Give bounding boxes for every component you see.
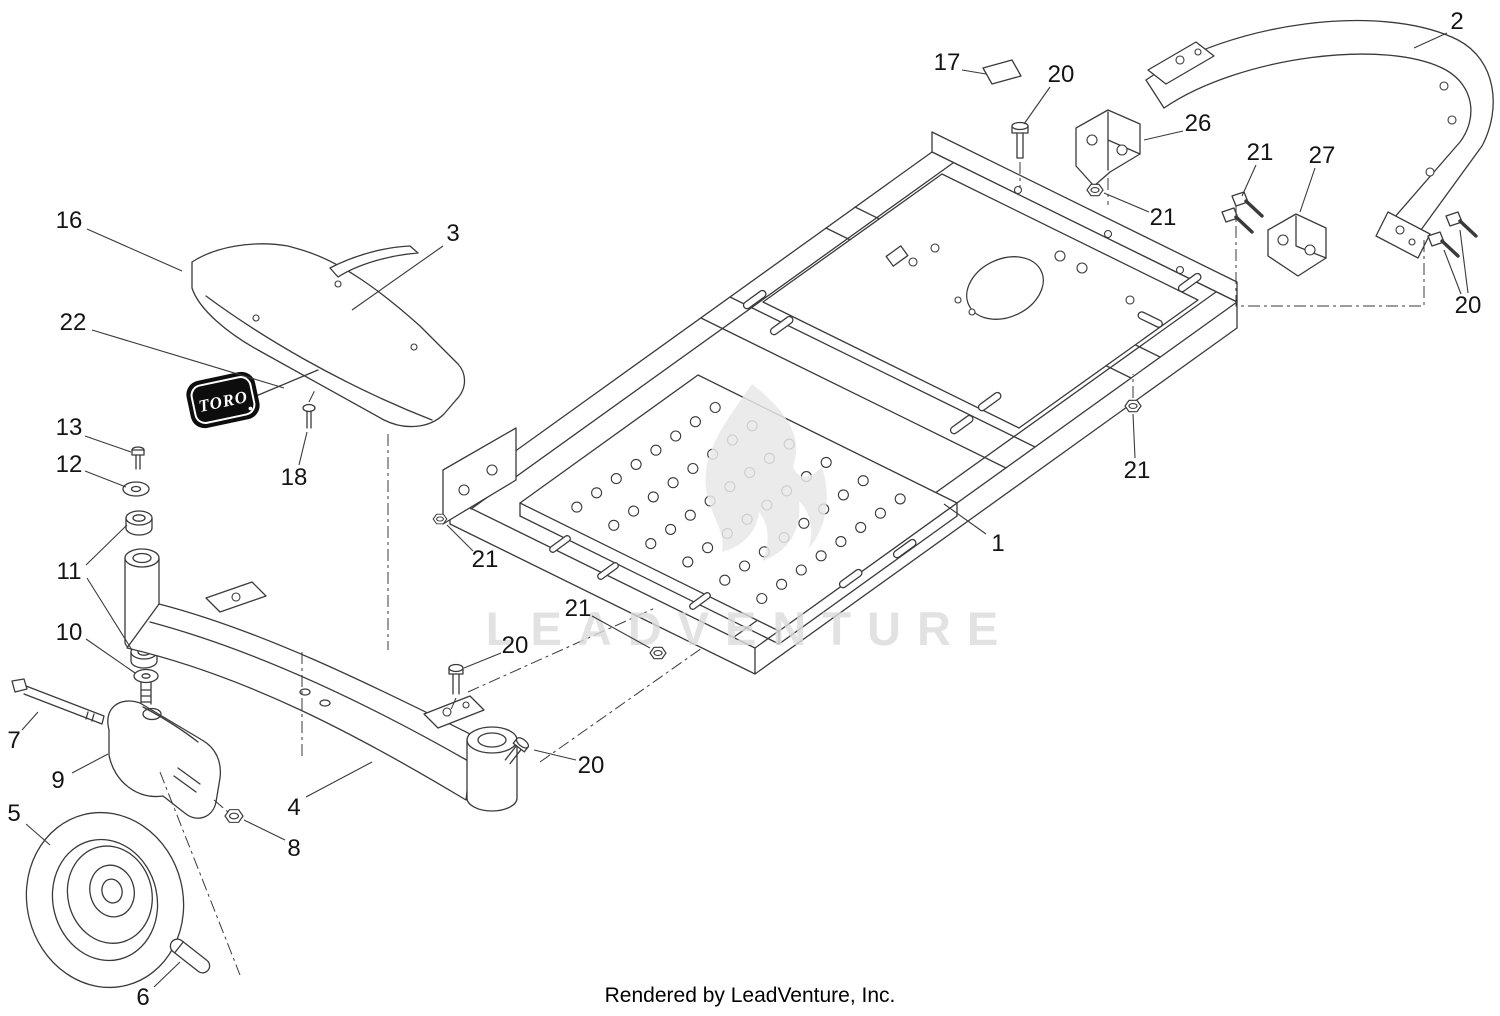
callout-20-2[interactable]: 20 (1047, 61, 1075, 88)
callout-21-22[interactable]: 21 (471, 546, 499, 573)
side-panel-part-16 (191, 243, 466, 428)
bolt-21-pair-near-27 (1221, 191, 1264, 234)
axle-right-spindle (466, 726, 518, 812)
callout-7-16[interactable]: 7 (7, 727, 21, 754)
bolt-part-13 (131, 446, 145, 470)
bolt-20-pair-right (1427, 211, 1478, 258)
axle-beam-part-4 (126, 603, 475, 801)
watermark-text: LEADVENTURE (486, 602, 1015, 655)
nut-21-frame-left-corner (432, 513, 448, 525)
washer-part-12 (122, 481, 150, 497)
caster-axle-group (11, 446, 518, 989)
callout-16-8[interactable]: 16 (55, 207, 83, 234)
callout-21-4[interactable]: 21 (1149, 204, 1177, 231)
toro-badge-part-22: TORO (186, 371, 260, 429)
callout-21-27[interactable]: 21 (1123, 457, 1151, 484)
plate-part-17 (982, 59, 1022, 85)
nut-21-frame-bottom (1124, 374, 1142, 413)
caster-wheel-part-5 (25, 811, 185, 989)
callout-12-12[interactable]: 12 (55, 451, 83, 478)
callout-5-18[interactable]: 5 (7, 800, 21, 827)
bolt-part-7 (11, 678, 105, 725)
callout-9-17[interactable]: 9 (51, 767, 65, 794)
callout-26-3[interactable]: 26 (1184, 110, 1212, 137)
footer-credit: Rendered by LeadVenture, Inc. (604, 984, 896, 1007)
bracket-part-26 (1075, 109, 1141, 205)
bearing-part-11-upper (125, 510, 153, 536)
axle-pin-part-6 (169, 938, 211, 974)
bolt-20-top (1011, 121, 1029, 188)
caster-fork-part-9 (107, 700, 222, 819)
callout-21-5[interactable]: 21 (1246, 139, 1274, 166)
nut-21-under-bracket-26 (1086, 183, 1104, 197)
leadventure-flame-logo (705, 384, 827, 561)
nut-part-8 (224, 809, 244, 823)
bumper-end-plate (1375, 211, 1431, 259)
callout-21-23[interactable]: 21 (564, 595, 592, 622)
washer-part-10 (133, 668, 159, 705)
main-frame-part-1 (442, 131, 1238, 675)
callout-20-7[interactable]: 20 (1454, 292, 1482, 319)
bumper-part-2 (1145, 19, 1494, 259)
engine-plate-large-hole (966, 256, 1044, 320)
callout-8-19[interactable]: 8 (287, 835, 301, 862)
callout-10-15[interactable]: 10 (55, 619, 83, 646)
decal-part-3 (329, 245, 419, 278)
bracket-part-27 (1267, 213, 1327, 277)
callout-2-0[interactable]: 2 (1450, 8, 1464, 35)
callout-11-14[interactable]: 11 (56, 558, 82, 585)
bolt-20-lower (504, 737, 530, 765)
construction-lines (159, 206, 1425, 976)
callout-20-24[interactable]: 20 (501, 632, 529, 659)
screw-part-18 (302, 387, 317, 429)
callout-1-26[interactable]: 1 (991, 530, 1005, 557)
callout-27-6[interactable]: 27 (1308, 142, 1336, 169)
callout-13-11[interactable]: 13 (55, 414, 83, 441)
callout-17-1[interactable]: 17 (933, 49, 961, 76)
callout-22-10[interactable]: 22 (59, 309, 87, 336)
leader-lines (21, 32, 1469, 988)
frame-left-end-plate (442, 427, 517, 525)
nut-21-pan-corner (649, 646, 667, 660)
callout-3-9[interactable]: 3 (446, 220, 460, 247)
callout-4-20[interactable]: 4 (287, 794, 301, 821)
callout-20-25[interactable]: 20 (577, 752, 605, 779)
callout-6-21[interactable]: 6 (136, 984, 150, 1011)
watermark: LEADVENTURE (486, 384, 1015, 655)
callout-18-13[interactable]: 18 (280, 464, 308, 491)
bolt-20-mid (448, 663, 464, 713)
